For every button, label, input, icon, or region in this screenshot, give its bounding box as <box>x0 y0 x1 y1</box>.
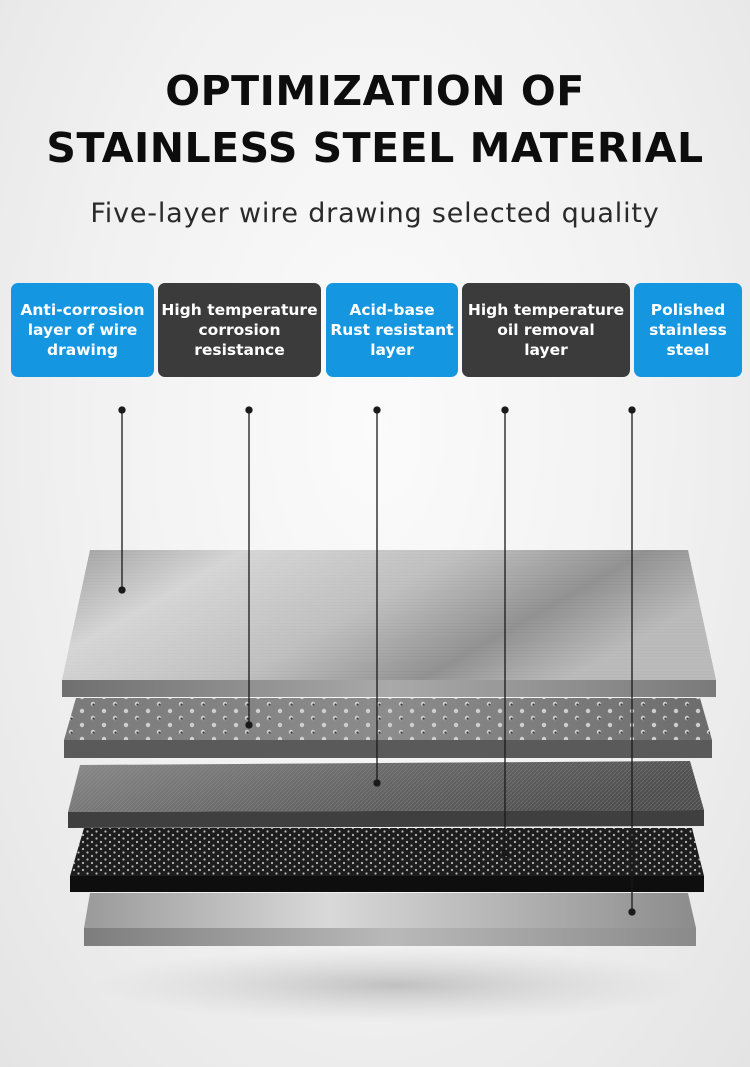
layer-5-polished-plate <box>84 893 696 946</box>
layer-3-woven-plate <box>68 761 704 828</box>
layer-1-brushed-plate <box>62 550 716 697</box>
layer-2-bumpy-plate <box>64 698 712 758</box>
leader-lines <box>118 406 636 916</box>
page-title-line-2: STAINLESS STEEL MATERIAL <box>46 124 704 172</box>
layer-4-dotted-mesh <box>70 828 704 892</box>
floor-shadow <box>95 947 695 1023</box>
layer-label-5: Polished stainless steel <box>634 283 742 377</box>
layer-label-1: Anti-corrosion layer of wire drawing <box>11 283 154 377</box>
page-title-line-1: OPTIMIZATION OF <box>165 67 585 115</box>
layer-label-4: High temperature oil removal layer <box>462 283 630 377</box>
layer-label-2: High temperature corrosion resistance <box>158 283 321 377</box>
page-subtitle: Five-layer wire drawing selected quality <box>90 198 660 229</box>
layer-label-3: Acid-base Rust resistant layer <box>326 283 458 377</box>
